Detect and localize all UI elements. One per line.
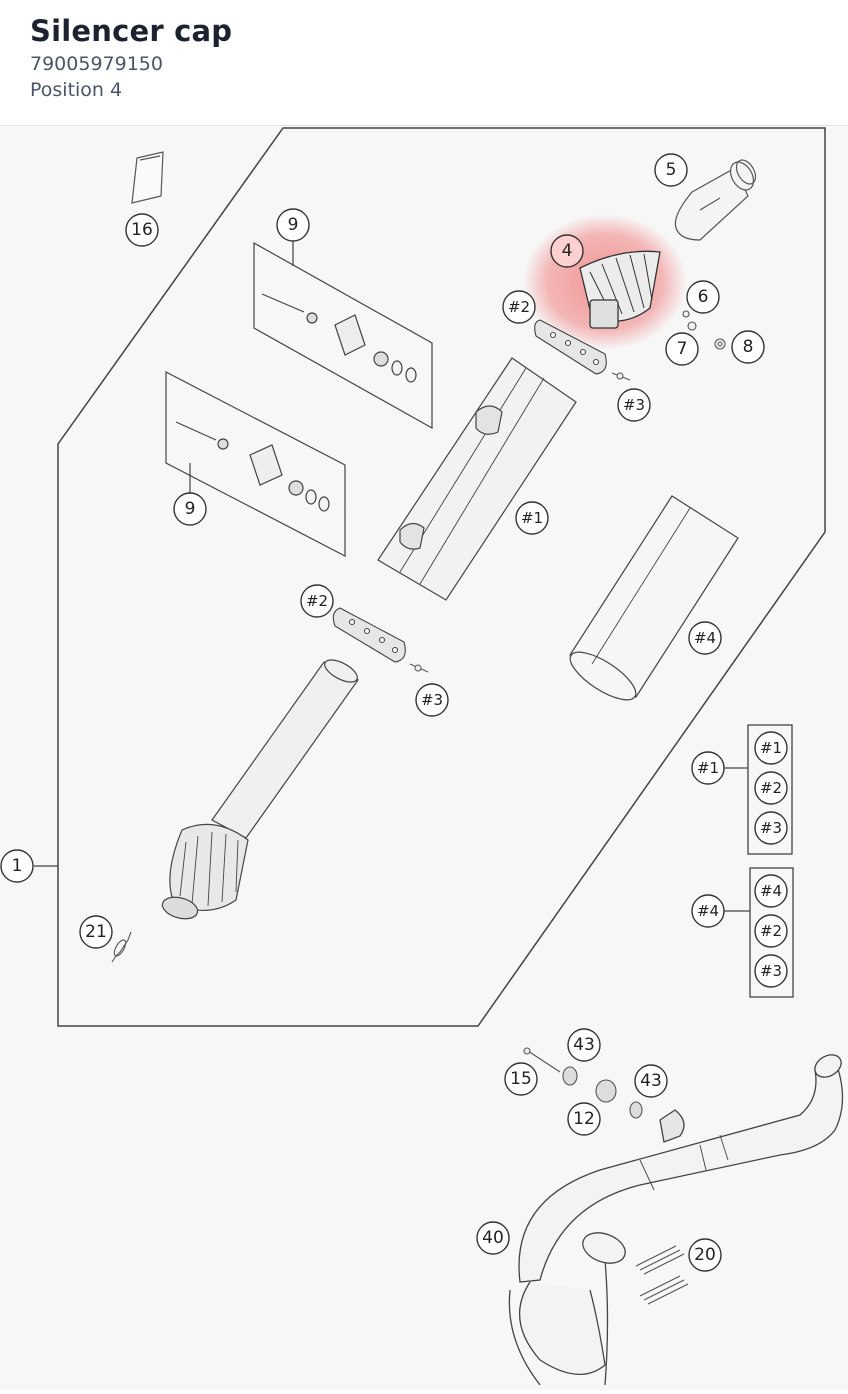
small-fasteners (682, 310, 726, 350)
callout-43-right[interactable]: 43 (640, 1071, 662, 1091)
header-pipe (508, 1054, 844, 1386)
callout-h1-shell[interactable]: #1 (521, 509, 543, 527)
spring-part-small (111, 931, 132, 963)
silencer-shell (377, 357, 577, 601)
callout-h4-kit[interactable]: #4 (697, 902, 719, 920)
callout-h2-box1[interactable]: #2 (760, 779, 782, 797)
mounting-kit-upper (253, 238, 433, 430)
callout-h3-box4[interactable]: #3 (760, 962, 782, 980)
callout-1[interactable]: 1 (12, 856, 23, 876)
part-header: Silencer cap 79005979150 Position 4 (0, 0, 848, 126)
exhaust-springs (635, 1245, 689, 1305)
gasket-upper (534, 319, 607, 375)
callout-h2-lower[interactable]: #2 (306, 592, 328, 610)
exploded-parts-diagram: 1 4 5 6 7 8 9 9 12 15 16 20 21 40 43 43 … (0, 127, 848, 1390)
callout-40[interactable]: 40 (482, 1228, 504, 1248)
callout-h3-upper[interactable]: #3 (623, 396, 645, 414)
callout-12[interactable]: 12 (573, 1109, 595, 1129)
callout-5[interactable]: 5 (666, 160, 677, 180)
callout-9-lower[interactable]: 9 (185, 499, 196, 519)
callout-h1-kit[interactable]: #1 (697, 759, 719, 777)
callout-4[interactable]: 4 (562, 241, 573, 261)
callout-20[interactable]: 20 (694, 1245, 716, 1265)
callout-43-top[interactable]: 43 (573, 1035, 595, 1055)
mounting-kit-lower (165, 371, 346, 557)
callout-h2-upper[interactable]: #2 (508, 298, 530, 316)
assembly-outline (57, 127, 826, 1027)
callout-8[interactable]: 8 (743, 337, 754, 357)
header-fasteners (523, 1047, 643, 1119)
callout-h2-box4[interactable]: #2 (760, 922, 782, 940)
callout-9-upper[interactable]: 9 (288, 215, 299, 235)
gasket-lower (332, 607, 406, 663)
silencer-cap-part (579, 250, 661, 329)
callout-6[interactable]: 6 (698, 287, 709, 307)
sticker-part (131, 151, 164, 204)
callout-h4-box[interactable]: #4 (760, 882, 782, 900)
part-number: 79005979150 (30, 53, 163, 75)
part-title: Silencer cap (30, 14, 233, 48)
kit-box-1 (724, 724, 793, 855)
callout-15[interactable]: 15 (510, 1069, 532, 1089)
callout-h3-lower[interactable]: #3 (421, 691, 443, 709)
callout-h4-tube[interactable]: #4 (694, 629, 716, 647)
pipe-stub-part (674, 159, 757, 241)
end-cap-lower (161, 659, 359, 920)
callout-21[interactable]: 21 (85, 922, 107, 942)
callout-h1-box[interactable]: #1 (760, 739, 782, 757)
part-position: Position 4 (30, 79, 123, 101)
callout-7[interactable]: 7 (677, 339, 688, 359)
kit-box-4 (724, 867, 794, 998)
silencer-inner-tube (569, 495, 739, 701)
callout-h3-box1[interactable]: #3 (760, 819, 782, 837)
callout-16[interactable]: 16 (131, 220, 153, 240)
